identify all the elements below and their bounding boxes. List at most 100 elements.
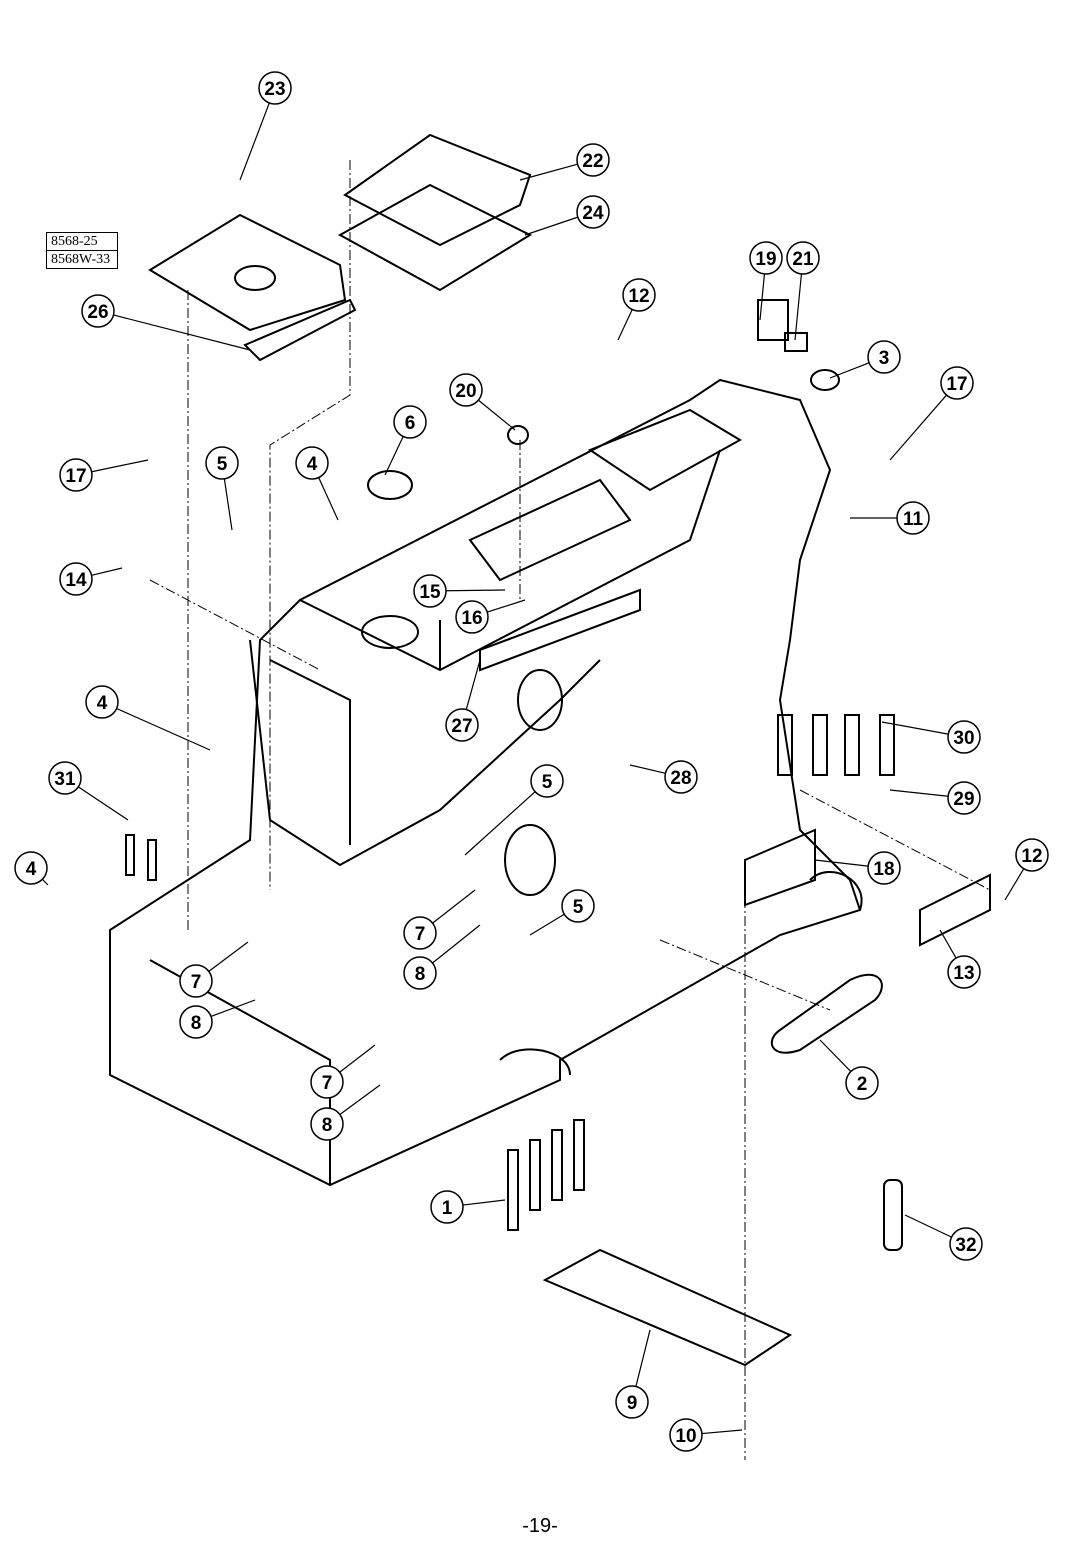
leader-line [829, 362, 870, 379]
callout-14: 14 [59, 562, 123, 596]
callout-5: 5 [529, 889, 595, 936]
callout-17: 17 [59, 458, 149, 492]
assembly-lines [149, 160, 991, 1460]
callout-8: 8 [310, 1084, 381, 1141]
callout-number: 19 [755, 249, 776, 270]
callout-5: 5 [464, 764, 564, 856]
callout-circle [413, 574, 447, 608]
callout-circle [947, 781, 981, 815]
callout-number: 9 [627, 1393, 638, 1414]
leader-line [939, 929, 957, 959]
callout-circle [393, 405, 427, 439]
callout-number: 8 [415, 964, 426, 985]
callout-circle [179, 1005, 213, 1039]
callout-number: 18 [873, 859, 894, 880]
leader-line [794, 273, 803, 341]
callout-number: 16 [461, 608, 482, 629]
callout-6: 6 [384, 405, 427, 476]
callout-circle [430, 1190, 464, 1224]
model-row: 8568-25 [47, 233, 117, 251]
callout-number: 28 [670, 768, 691, 789]
callout-number: 13 [953, 963, 974, 984]
callout-number: 29 [953, 789, 974, 810]
callout-circle [1015, 838, 1049, 872]
callout-21: 21 [786, 241, 820, 341]
callout-7: 7 [403, 889, 476, 950]
leader-line [384, 436, 404, 476]
callout-number: 32 [955, 1235, 976, 1256]
leader-line [629, 764, 666, 774]
callout-circle [48, 761, 82, 795]
callout-12: 12 [1004, 838, 1049, 901]
callout-circle [576, 195, 610, 229]
machine-bed-outline [109, 133, 991, 1367]
callout-4: 4 [85, 685, 211, 751]
callout-number: 7 [415, 924, 426, 945]
callout-number: 6 [405, 413, 416, 434]
leader-line [339, 1084, 381, 1116]
leader-line [339, 1044, 376, 1073]
callout-16: 16 [455, 599, 526, 634]
callout-number: 7 [191, 972, 202, 993]
callout-number: 3 [879, 348, 890, 369]
leader-line [239, 102, 270, 181]
callout-number: 8 [191, 1013, 202, 1034]
model-variant-table: 8568-25 8568W-33 [46, 232, 118, 269]
callout-30: 30 [881, 720, 981, 754]
callout-number: 22 [582, 151, 603, 172]
callout-23: 23 [239, 71, 292, 181]
callout-number: 4 [307, 454, 318, 475]
callout-number: 10 [675, 1426, 696, 1447]
callout-31: 31 [48, 761, 129, 821]
leader-line [210, 999, 256, 1017]
callout-22: 22 [519, 143, 610, 181]
callout-number: 17 [946, 374, 967, 395]
callout-number: 31 [54, 769, 76, 790]
callout-27: 27 [445, 659, 481, 742]
callout-circle [669, 1418, 703, 1452]
callout-number: 1 [442, 1198, 453, 1219]
callout-8: 8 [403, 924, 481, 990]
callout-number: 12 [1021, 846, 1042, 867]
leader-line [116, 707, 211, 751]
leader-line [701, 1429, 743, 1435]
callout-4: 4 [14, 851, 49, 886]
leader-line [904, 1214, 952, 1238]
callout-circle [947, 955, 981, 989]
callout-number: 4 [26, 859, 37, 880]
leader-line [445, 589, 506, 592]
callout-circle [258, 71, 292, 105]
callout-8: 8 [179, 999, 256, 1039]
leader-line [1004, 868, 1025, 901]
callout-circle [403, 916, 437, 950]
callout-29: 29 [889, 781, 981, 815]
callout-circle [940, 366, 974, 400]
leader-line [889, 789, 949, 797]
callout-circle [85, 685, 119, 719]
leader-line [487, 599, 526, 613]
callout-circle [81, 294, 115, 328]
callout-number: 17 [65, 466, 86, 487]
callout-number: 27 [451, 716, 472, 737]
callout-circle [845, 1066, 879, 1100]
callout-1: 1 [430, 1190, 506, 1224]
callout-number: 12 [628, 286, 649, 307]
callout-20: 20 [449, 373, 516, 431]
callout-number: 26 [87, 302, 108, 323]
callout-26: 26 [81, 294, 251, 351]
callout-circle [867, 340, 901, 374]
callout-circle [59, 458, 93, 492]
callout-number: 24 [582, 203, 604, 224]
callout-circle [576, 143, 610, 177]
leader-line [819, 1039, 852, 1072]
callout-19: 19 [749, 241, 783, 321]
callout-number: 23 [264, 79, 285, 100]
callout-circle [310, 1107, 344, 1141]
callout-circle [455, 600, 489, 634]
leader-line [889, 394, 947, 461]
callout-circle [561, 889, 595, 923]
callout-number: 7 [322, 1073, 333, 1094]
callout-number: 5 [217, 454, 228, 475]
